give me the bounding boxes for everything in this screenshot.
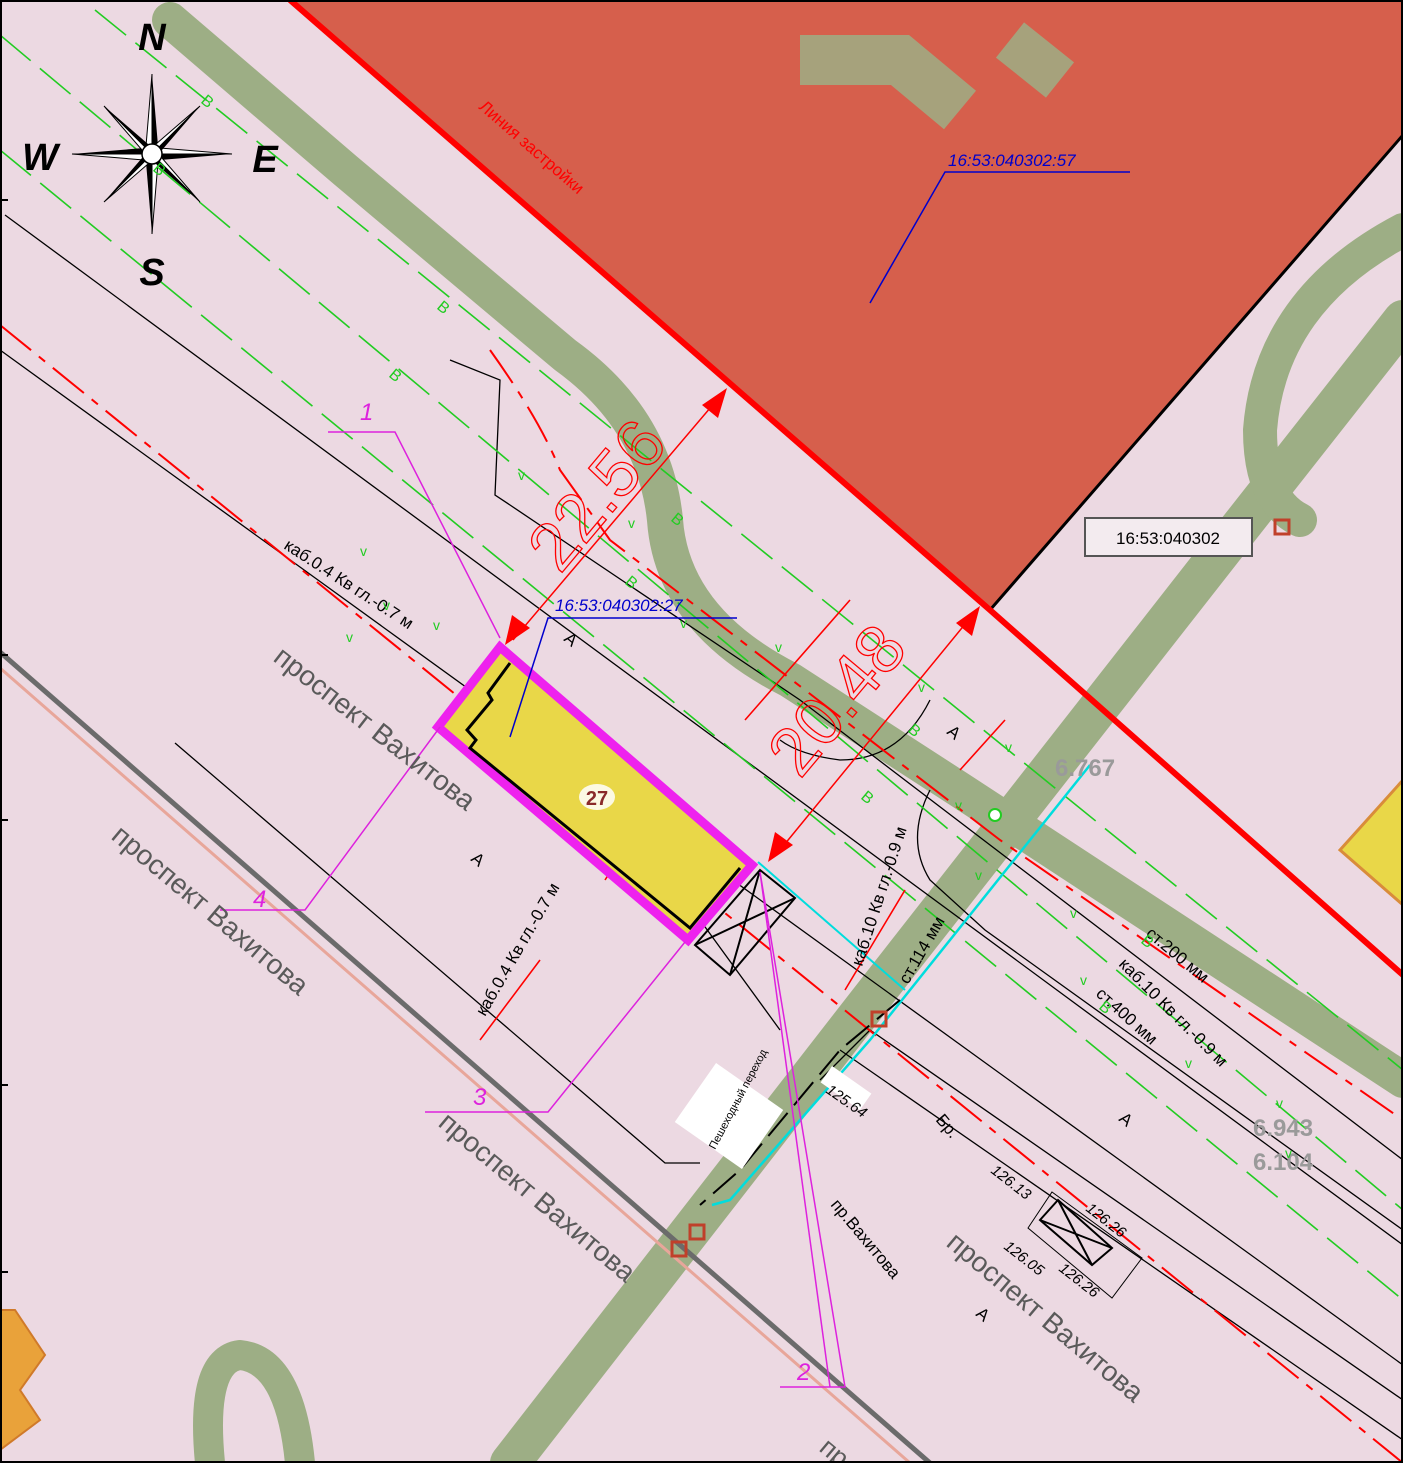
- callout-leaders: [220, 431, 846, 1388]
- compass-east: E: [252, 139, 279, 181]
- v-marker: v: [975, 867, 982, 883]
- box-crossed-1: [693, 868, 797, 977]
- v-marker: v: [955, 797, 962, 813]
- block-id-label: 16:53:040302: [1116, 529, 1220, 548]
- callout-1: 1: [360, 399, 373, 426]
- compass-west: W: [22, 137, 61, 179]
- v-marker: v: [518, 467, 525, 483]
- v-marker: v: [918, 679, 925, 695]
- v-marker: v: [1285, 1145, 1292, 1161]
- pipe-114: [711, 764, 1091, 1207]
- callout-2: 2: [796, 1359, 810, 1386]
- water-network-lines: [0, 9, 1403, 1301]
- compass-north: N: [138, 17, 167, 59]
- dimension-arrowheads: [505, 388, 980, 862]
- building-number: 27: [586, 788, 608, 810]
- wells: [670, 518, 1291, 1258]
- parcel-leaders: [509, 171, 1130, 738]
- compass-icon: [71, 73, 233, 235]
- elev-6104: 6.104: [1253, 1149, 1314, 1176]
- dimension-lines: [512, 393, 976, 857]
- elev-6767: 6.767: [1055, 755, 1115, 782]
- v-marker: v: [383, 597, 390, 613]
- parcel-57-label: 16:53:040302:57: [948, 151, 1076, 170]
- cable-line: [699, 999, 901, 1206]
- neighbor-building-left: [0, 1309, 47, 1452]
- v-marker: v: [360, 543, 367, 559]
- road-edges: [0, 214, 1403, 1441]
- v-markers: v v v v v v v v v v v v v v v v v: [346, 467, 1292, 1161]
- v-marker: v: [1070, 905, 1077, 921]
- v-marker: v: [1185, 1055, 1192, 1071]
- building-line: [288, 0, 1403, 978]
- v-marker: v: [680, 615, 687, 631]
- v-marker: v: [1005, 739, 1012, 755]
- parcel-27-label: 16:53:040302:27: [555, 596, 683, 615]
- v-marker: v: [775, 639, 782, 655]
- callout-3: 3: [473, 1084, 487, 1111]
- callout-4: 4: [253, 886, 266, 913]
- block-id-box: [1084, 517, 1253, 557]
- v-marker: v: [1276, 1095, 1283, 1111]
- neighbor-building-right: [1337, 777, 1403, 907]
- v-marker: v: [346, 629, 353, 645]
- compass-south: S: [139, 252, 164, 294]
- elev-6943: 6.943: [1253, 1115, 1313, 1142]
- box-crossed-2: [1027, 1191, 1143, 1299]
- v-marker: v: [433, 617, 440, 633]
- v-marker: v: [628, 515, 635, 531]
- hydrant-icon: [988, 808, 1002, 822]
- property-line: [0, 650, 932, 1463]
- v-marker: v: [1080, 972, 1087, 988]
